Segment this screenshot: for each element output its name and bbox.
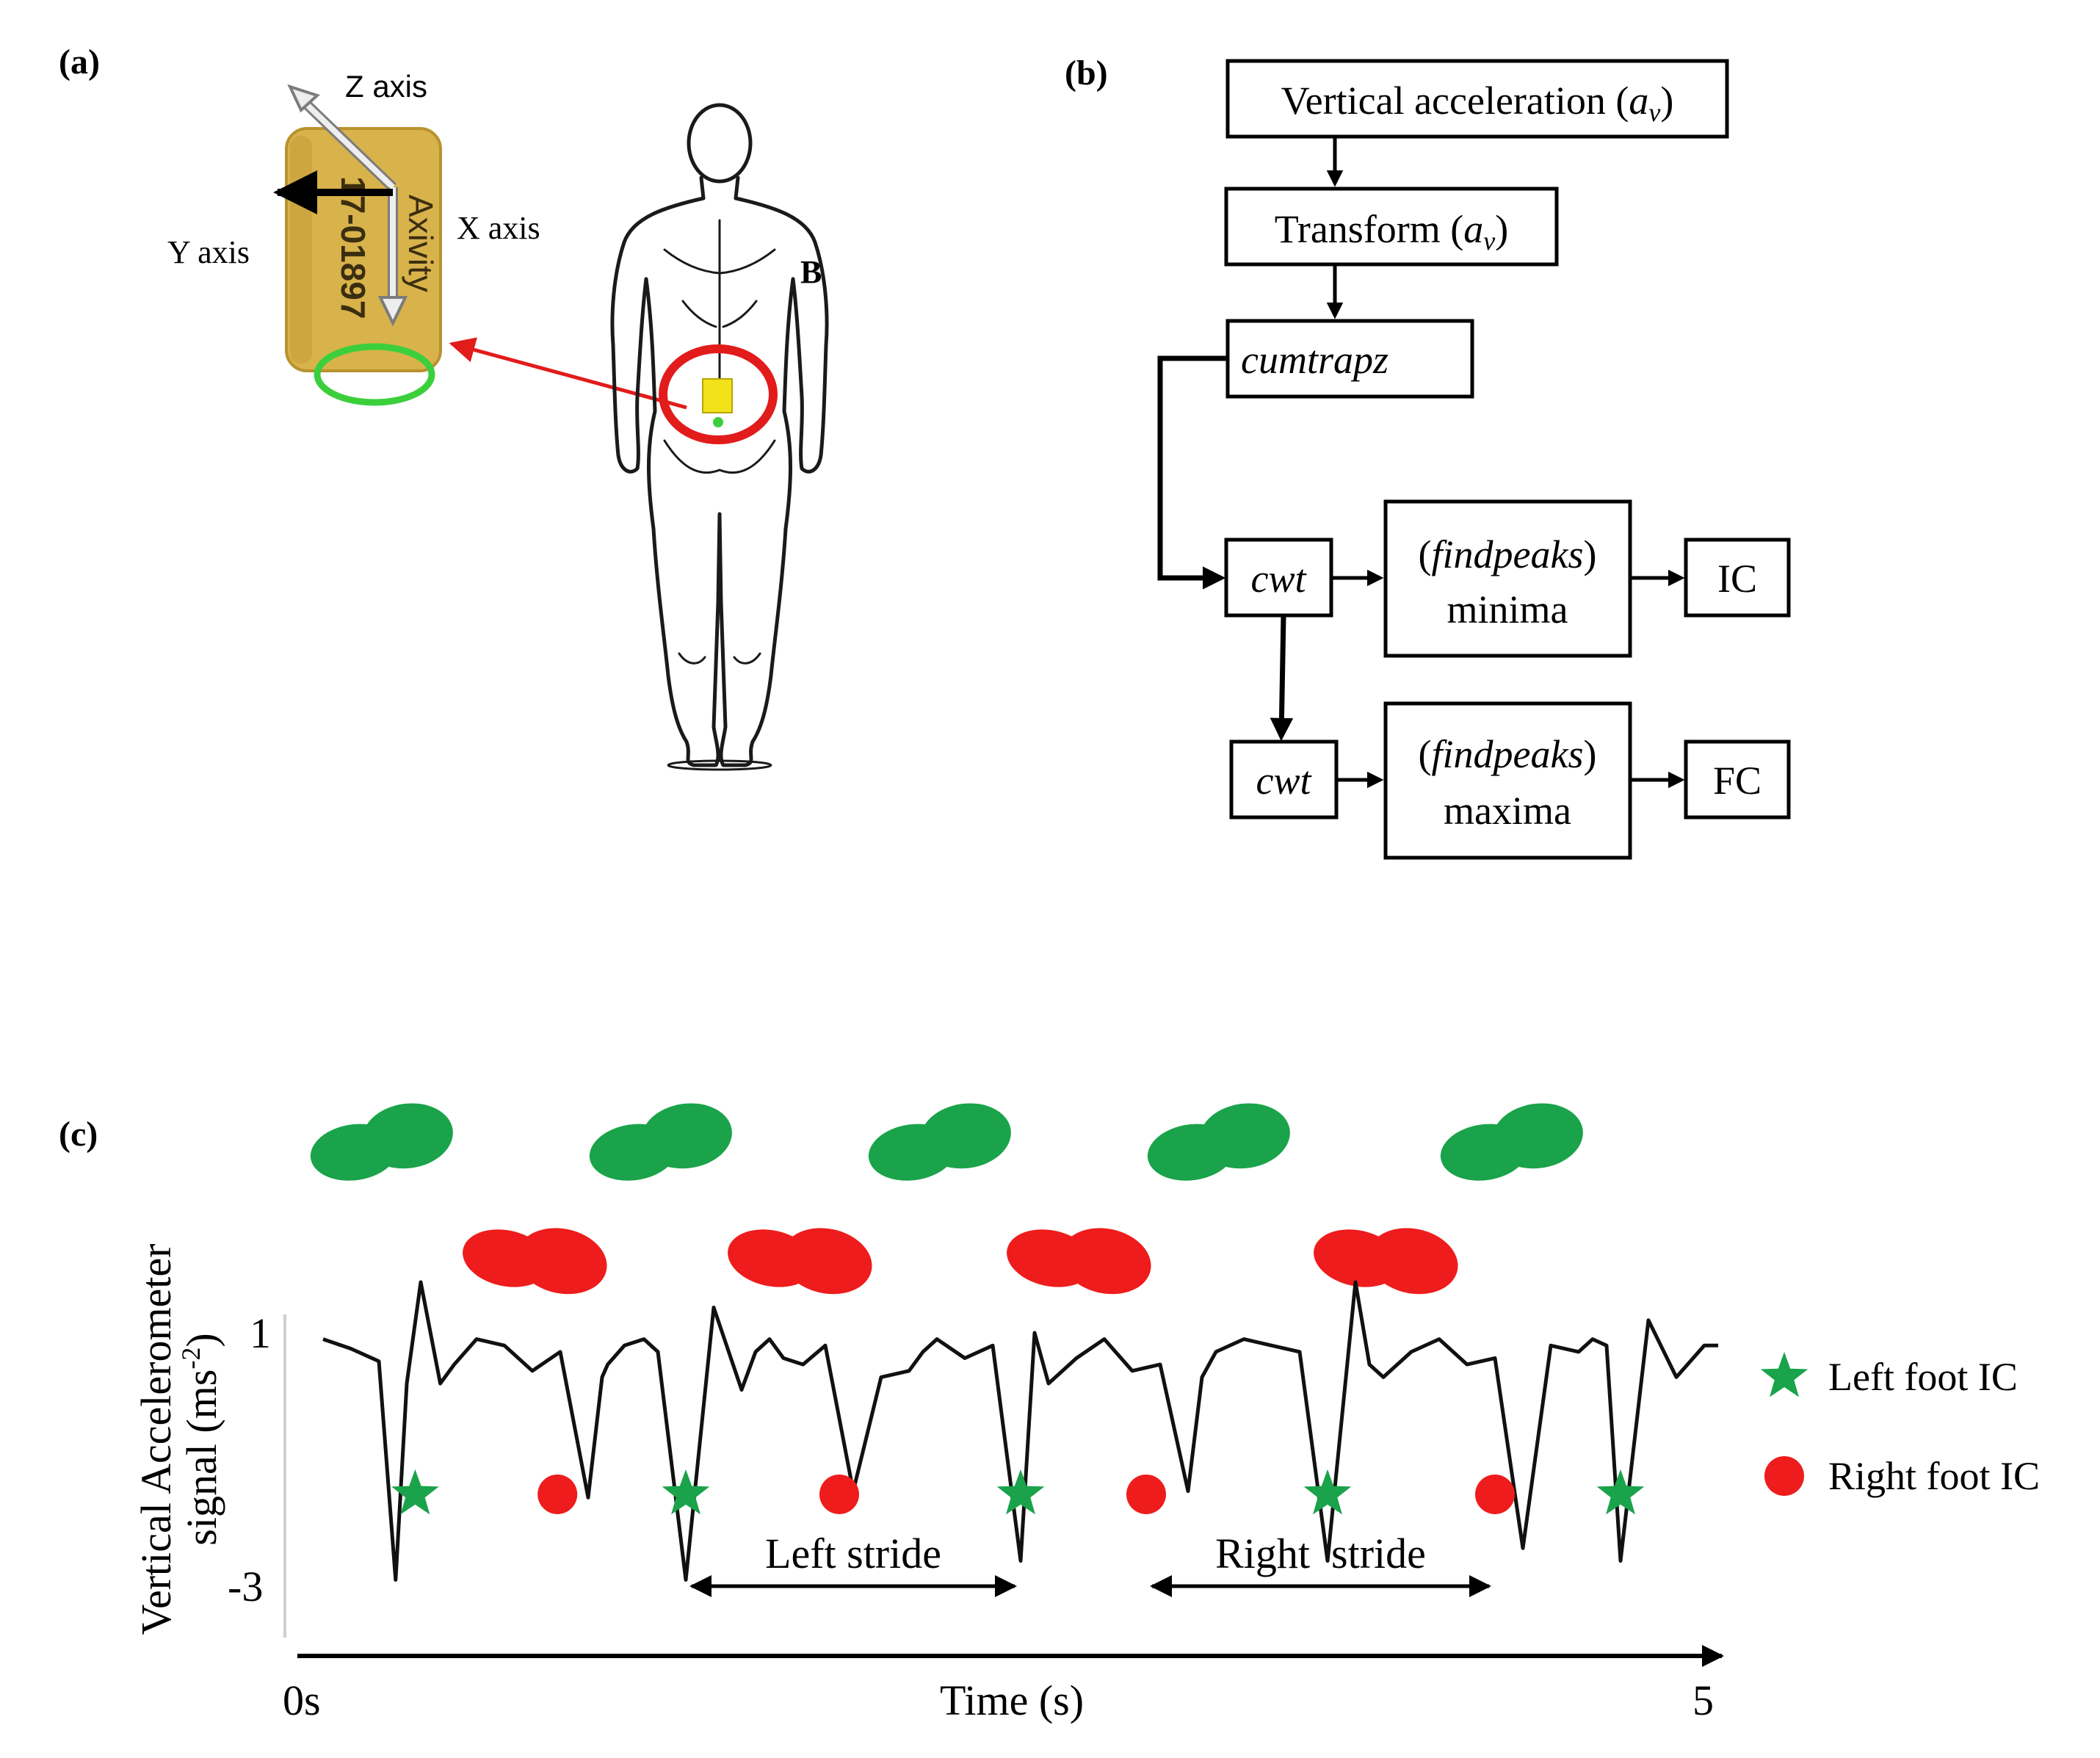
node-ic xyxy=(1684,538,1791,618)
left-footprint-icon xyxy=(310,1103,453,1181)
legend: Left foot IC Right foot IC xyxy=(1760,1352,2040,1498)
left-footprint-icon xyxy=(1440,1103,1583,1181)
right-foot-ic-dot xyxy=(537,1474,578,1514)
y-axis-title-line-1: Vertical Accelerometer xyxy=(132,1244,180,1635)
human-figure xyxy=(610,103,829,771)
location-link-arrow xyxy=(449,337,687,410)
z-axis-label: Z axis xyxy=(345,69,427,104)
node-minima-label: minima xyxy=(1447,587,1568,632)
left-footprint-icon xyxy=(1147,1103,1290,1181)
ic-markers xyxy=(391,1469,1645,1515)
location-marker-label: B xyxy=(800,254,822,290)
right-footprint-icon xyxy=(1314,1228,1458,1295)
left-foot-ic-star xyxy=(1303,1469,1352,1515)
signal-plot: 1 -3 0s 5 Time (s) Vertical Acceleromete… xyxy=(132,1244,1724,1724)
sensor-on-body-dot xyxy=(713,417,723,427)
legend-label: Right foot IC xyxy=(1828,1454,2040,1498)
node-cwt-2 xyxy=(1229,739,1339,820)
node-transform xyxy=(1224,187,1559,267)
node-fc-label: FC xyxy=(1713,759,1762,803)
y-axis-title: Vertical Accelerometer signal (ms-2) xyxy=(132,1244,225,1635)
legend-circle-icon xyxy=(1764,1456,1804,1496)
x-tick-end: 5 xyxy=(1692,1676,1714,1724)
x-axis-label: X axis xyxy=(457,210,540,246)
left-footprint-icon xyxy=(868,1103,1011,1181)
legend-label: Left foot IC xyxy=(1828,1355,2018,1399)
node-vertical-acceleration-label: Vertical acceleration (av) xyxy=(1281,79,1674,127)
left-foot-ic-star xyxy=(1596,1469,1645,1515)
sensor-brand-text: Axivity xyxy=(402,195,440,292)
left-stride-label: Left stride xyxy=(765,1530,941,1577)
vertical-acceleration-trace xyxy=(322,1280,1718,1582)
node-cwt-1-label: cwt xyxy=(1251,557,1308,601)
y-axis-title-line-2: signal (ms-2) xyxy=(176,1333,225,1545)
panel-c-label: (c) xyxy=(59,1115,98,1154)
sensor-axes: Z axis X axis Y axis xyxy=(167,69,540,327)
right-footprint-icon xyxy=(728,1228,872,1295)
node-cwt-1 xyxy=(1224,538,1333,618)
right-foot-ic-dot xyxy=(819,1474,859,1514)
panel-a-label: (a) xyxy=(59,43,100,82)
x-tick-start: 0s xyxy=(283,1676,321,1724)
flowchart-labels: Vertical acceleration (av) Transform (av… xyxy=(1241,79,1762,833)
right-foot-ic-dot xyxy=(1475,1474,1515,1514)
node-findpeaks-minima-label: (findpeaks) xyxy=(1419,532,1597,576)
right-footprint-icon xyxy=(463,1228,607,1295)
right-foot-ic-dot xyxy=(1126,1474,1166,1514)
node-fc xyxy=(1684,739,1791,820)
node-cumtrapz-label: cumtrapz xyxy=(1241,338,1388,382)
left-foot-ic-star xyxy=(391,1469,439,1515)
node-maxima-label: maxima xyxy=(1444,789,1571,833)
node-findpeaks-maxima xyxy=(1383,701,1632,860)
left-foot-ic-star xyxy=(662,1469,710,1515)
x-axis-title: Time (s) xyxy=(940,1676,1084,1724)
legend-star-icon xyxy=(1760,1352,1808,1397)
node-vertical-acceleration xyxy=(1225,59,1729,139)
right-stride-label: Right stride xyxy=(1215,1530,1426,1577)
node-cwt-2-label: cwt xyxy=(1256,759,1313,803)
node-ic-label: IC xyxy=(1717,557,1757,601)
node-transform-label: Transform (av) xyxy=(1275,207,1508,256)
location-highlight-ring xyxy=(659,344,778,444)
node-findpeaks-minima xyxy=(1383,499,1632,658)
panel-b-label: (b) xyxy=(1065,54,1108,93)
node-cumtrapz xyxy=(1225,319,1474,399)
footprints xyxy=(310,1103,1583,1295)
y-axis-label: Y axis xyxy=(167,234,250,270)
y-tick-bottom: -3 xyxy=(228,1563,263,1610)
y-tick-top: 1 xyxy=(250,1309,271,1357)
left-foot-ic-star xyxy=(996,1469,1045,1515)
sensor-base-ring xyxy=(314,343,435,406)
flowchart xyxy=(1157,59,1791,860)
right-footprint-icon xyxy=(1007,1228,1151,1295)
sensor-serial-text: 17-01897 xyxy=(334,176,372,319)
left-footprint-icon xyxy=(589,1103,732,1181)
node-findpeaks-maxima-label: (findpeaks) xyxy=(1419,732,1597,776)
sensor-on-body xyxy=(702,378,733,413)
sensor-device: 17-01897 Axivity xyxy=(285,127,442,406)
